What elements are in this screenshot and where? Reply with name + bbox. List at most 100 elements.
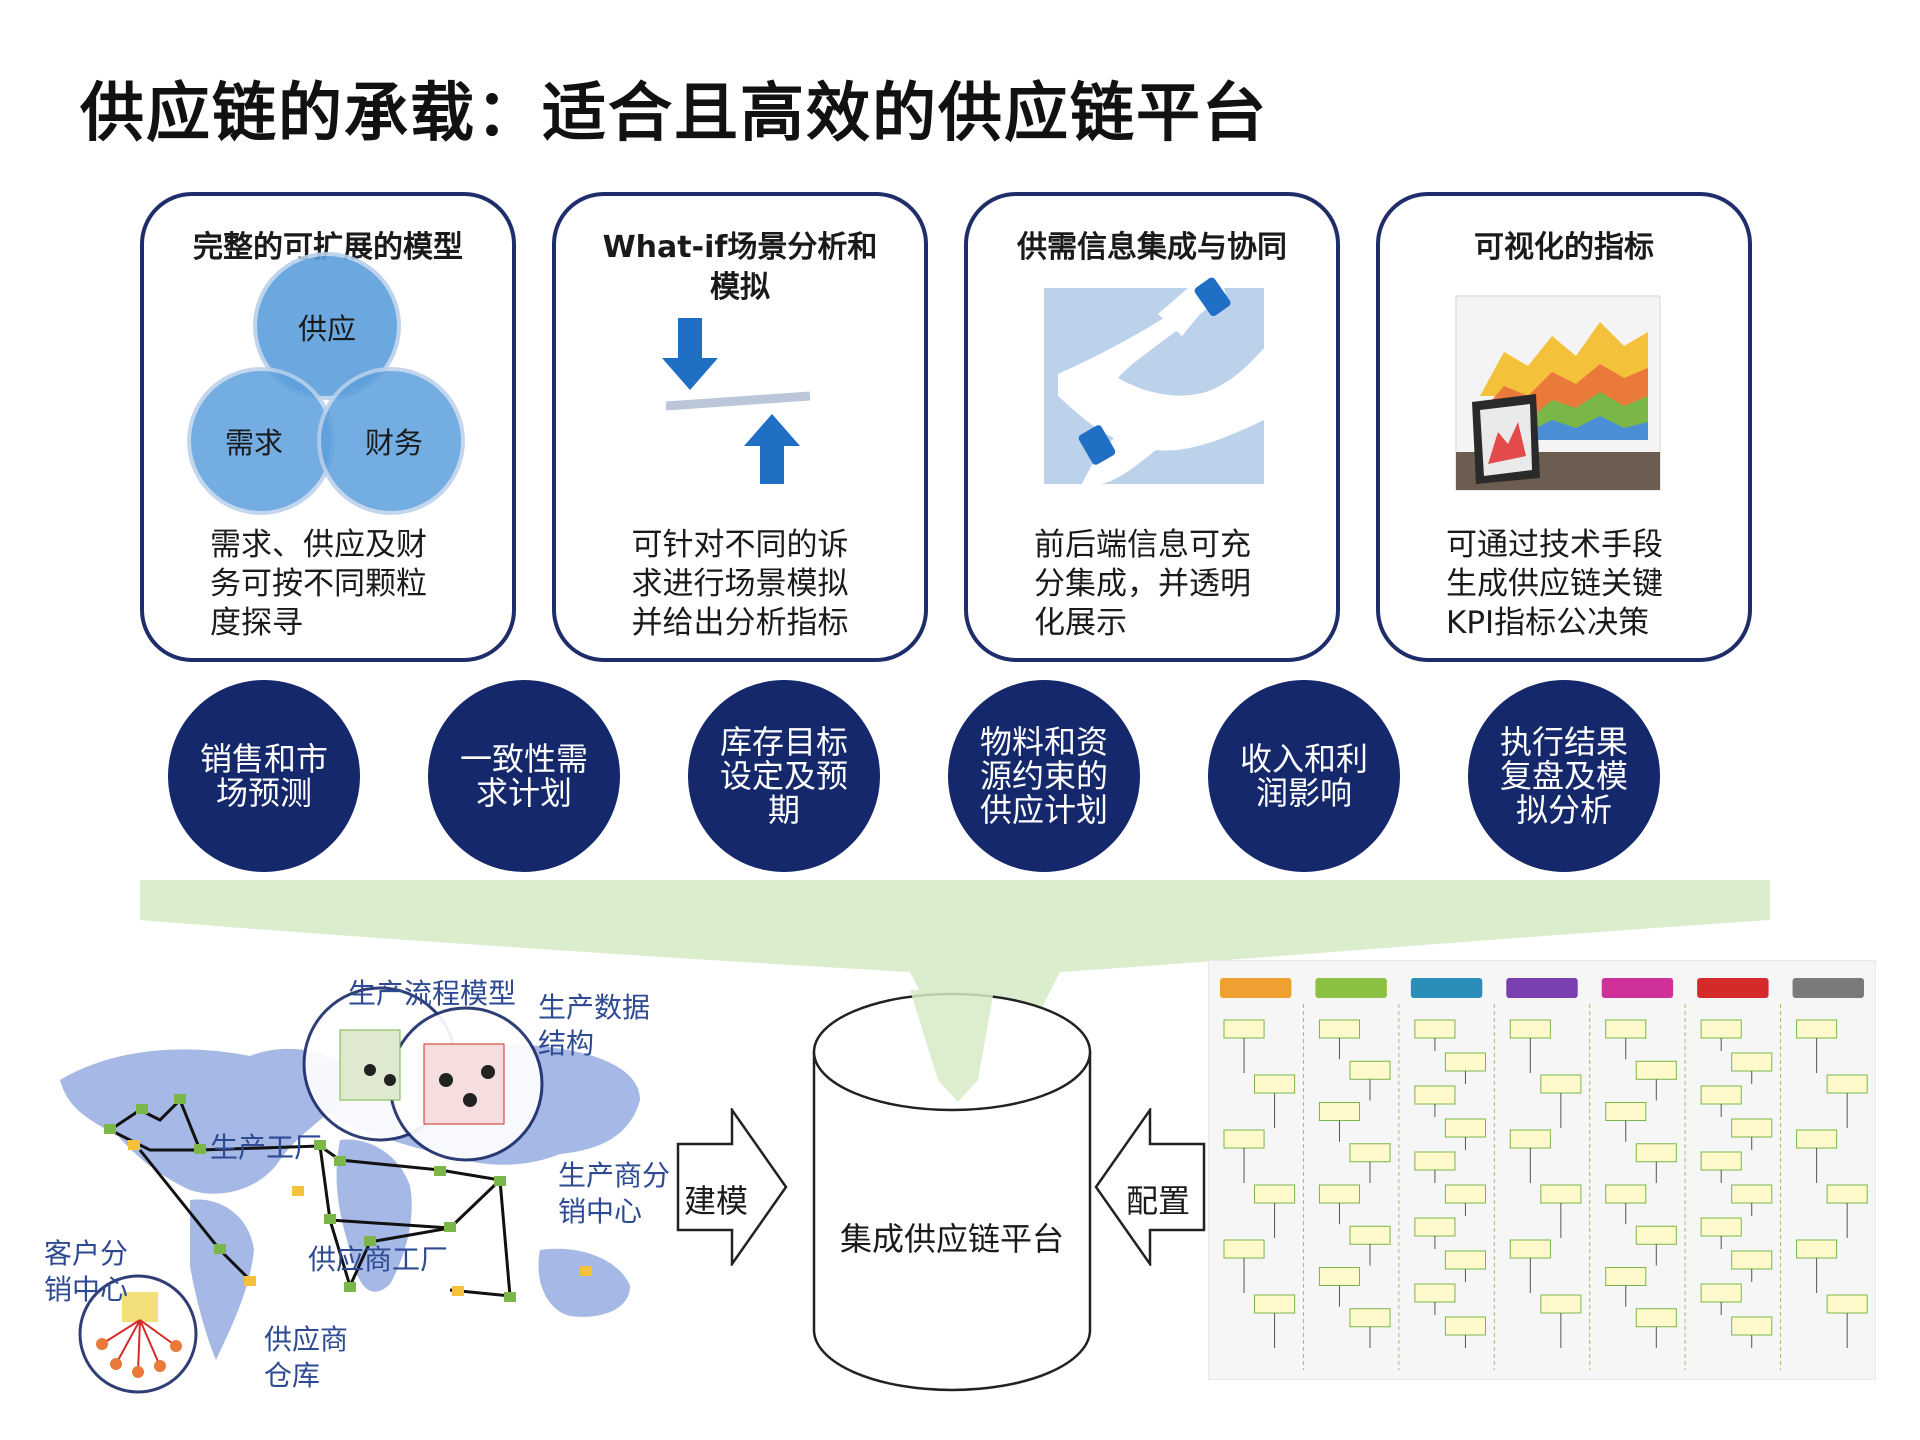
flow-step-box bbox=[1635, 1308, 1677, 1328]
flow-step-box bbox=[1223, 1239, 1265, 1259]
flow-step-box bbox=[1414, 1283, 1456, 1303]
flow-column-header bbox=[1220, 978, 1292, 998]
flow-column-header bbox=[1601, 978, 1674, 998]
flow-step-box bbox=[1605, 1102, 1647, 1121]
process-sales-forecast: 销售和市 场预测 bbox=[168, 680, 360, 872]
flow-step-box bbox=[1540, 1184, 1582, 1204]
what-if-arrows-icon bbox=[662, 318, 811, 484]
label-production-factory: 生产工厂 bbox=[210, 1131, 323, 1164]
flow-step-box bbox=[1509, 1129, 1551, 1149]
label-supplier-factory: 供应商工厂 bbox=[308, 1243, 449, 1276]
card-description: 需求、供应及财 务可按不同颗粒 度探寻 bbox=[210, 527, 427, 641]
flow-step-box bbox=[1444, 1316, 1486, 1336]
label-customer-distribution-center: 客户分 销中心 bbox=[44, 1237, 129, 1306]
flow-step-box bbox=[1223, 1019, 1265, 1039]
flow-step-box bbox=[1254, 1074, 1296, 1094]
flow-step-box bbox=[1349, 1060, 1391, 1080]
feature-card-what-if: What-if场景分析和 模拟 可针对不同的诉 求进行场景模拟 并给出分析指标 bbox=[552, 192, 928, 662]
flow-step-box bbox=[1731, 1184, 1773, 1204]
flow-column-header bbox=[1410, 978, 1483, 998]
flow-step-box bbox=[1731, 1052, 1773, 1072]
flow-step-box bbox=[1444, 1118, 1486, 1138]
label-producer-distribution-center: 生产商分 销中心 bbox=[558, 1159, 671, 1228]
flow-step-box bbox=[1700, 1019, 1742, 1039]
flow-step-box bbox=[1349, 1143, 1391, 1163]
flow-step-box bbox=[1635, 1225, 1677, 1245]
card-description: 可针对不同的诉 求进行场景模拟 并给出分析指标 bbox=[631, 527, 849, 641]
flow-step-box bbox=[1700, 1283, 1742, 1303]
card-title: What-if场景分析和 模拟 bbox=[602, 230, 878, 305]
flow-step-box bbox=[1605, 1184, 1647, 1204]
flow-step-box bbox=[1731, 1316, 1773, 1336]
flow-column-header bbox=[1792, 978, 1864, 998]
venn-label-demand: 需求 bbox=[225, 426, 283, 460]
flow-step-box bbox=[1826, 1294, 1868, 1314]
feature-card-collaboration: 供需信息集成与协同 前后端信息可充 分集成，并透明 化展示 bbox=[964, 192, 1340, 662]
flow-step-box bbox=[1700, 1151, 1742, 1171]
process-revenue-impact: 收入和利 润影响 bbox=[1208, 680, 1400, 872]
page-title: 供应链的承载：适合且高效的供应链平台 bbox=[80, 77, 1268, 151]
handshake-image bbox=[1044, 272, 1264, 484]
flow-step-box bbox=[1414, 1085, 1456, 1105]
flow-column-header bbox=[1315, 978, 1387, 998]
venn-diagram: 供应 需求 财务 bbox=[187, 252, 465, 515]
config-label: 配置 bbox=[1126, 1182, 1191, 1220]
flow-step-box bbox=[1318, 1184, 1361, 1204]
flow-step-box bbox=[1509, 1239, 1551, 1259]
flow-step-box bbox=[1700, 1085, 1742, 1105]
flow-step-box bbox=[1635, 1143, 1677, 1163]
process-flow-chart bbox=[1208, 960, 1876, 1380]
flow-step-box bbox=[1796, 1239, 1838, 1259]
flow-step-box bbox=[1444, 1052, 1486, 1072]
flow-step-box bbox=[1414, 1019, 1456, 1039]
process-inventory-target: 库存目标 设定及预 期 bbox=[688, 680, 880, 872]
flow-step-box bbox=[1318, 1019, 1361, 1039]
flow-step-box bbox=[1826, 1074, 1868, 1094]
flow-step-box bbox=[1318, 1267, 1361, 1286]
flow-step-box bbox=[1826, 1184, 1868, 1204]
flow-step-box bbox=[1223, 1129, 1265, 1149]
label-production-data-structure: 生产数据 结构 bbox=[538, 991, 651, 1060]
flow-step-box bbox=[1605, 1267, 1647, 1286]
dashboard-image bbox=[1455, 295, 1661, 491]
flow-step-box bbox=[1796, 1019, 1838, 1039]
card-title: 供需信息集成与协同 bbox=[1017, 230, 1287, 265]
label-production-flow-model: 生产流程模型 bbox=[348, 977, 517, 1010]
flow-step-box bbox=[1444, 1184, 1486, 1204]
flow-step-box bbox=[1254, 1294, 1296, 1314]
feature-card-model: 完整的可扩展的模型 供应 需求 财务 需求、供应及财 务可按不同颗粒 度探寻 bbox=[140, 192, 516, 662]
flow-step-box bbox=[1254, 1184, 1296, 1204]
flow-step-box bbox=[1509, 1019, 1551, 1039]
flow-step-box bbox=[1414, 1151, 1456, 1171]
process-execution-review: 执行结果 复盘及模 拟分析 bbox=[1468, 680, 1660, 872]
card-description: 前后端信息可充 分集成，并透明 化展示 bbox=[1034, 527, 1251, 641]
flow-column-header bbox=[1506, 978, 1578, 998]
supply-network-map bbox=[60, 986, 640, 1394]
flow-step-box bbox=[1700, 1217, 1742, 1237]
flow-step-box bbox=[1796, 1129, 1838, 1149]
card-title: 可视化的指标 bbox=[1474, 230, 1654, 265]
flow-step-box bbox=[1540, 1074, 1582, 1094]
flow-column-header bbox=[1697, 978, 1769, 998]
venn-label-supply: 供应 bbox=[298, 312, 356, 346]
flow-step-box bbox=[1605, 1019, 1647, 1039]
flow-step-box bbox=[1349, 1308, 1391, 1328]
funnel-band bbox=[140, 880, 1770, 1070]
modeling-arrow-icon bbox=[676, 1108, 788, 1266]
card-description: 可通过技术手段 生成供应链关键 KPI指标公决策 bbox=[1446, 527, 1663, 641]
flow-step-box bbox=[1731, 1250, 1773, 1270]
label-supplier-warehouse: 供应商 仓库 bbox=[264, 1323, 349, 1392]
modeling-label: 建模 bbox=[684, 1182, 749, 1220]
flow-step-box bbox=[1414, 1217, 1456, 1237]
flow-step-box bbox=[1349, 1225, 1391, 1245]
platform-cylinder bbox=[812, 990, 1092, 1392]
process-consensus-demand: 一致性需 求计划 bbox=[428, 680, 620, 872]
flow-step-box bbox=[1635, 1060, 1677, 1080]
config-arrow-icon bbox=[1094, 1108, 1206, 1266]
flow-step-box bbox=[1318, 1102, 1361, 1121]
flow-step-box bbox=[1540, 1294, 1582, 1314]
process-supply-plan: 物料和资 源约束的 供应计划 bbox=[948, 680, 1140, 872]
flow-step-box bbox=[1444, 1250, 1486, 1270]
feature-card-visual-kpi: 可视化的指标 可通过技术手段 生成供应链关键 KPI指标公决策 bbox=[1376, 192, 1752, 662]
venn-label-finance: 财务 bbox=[365, 426, 423, 460]
